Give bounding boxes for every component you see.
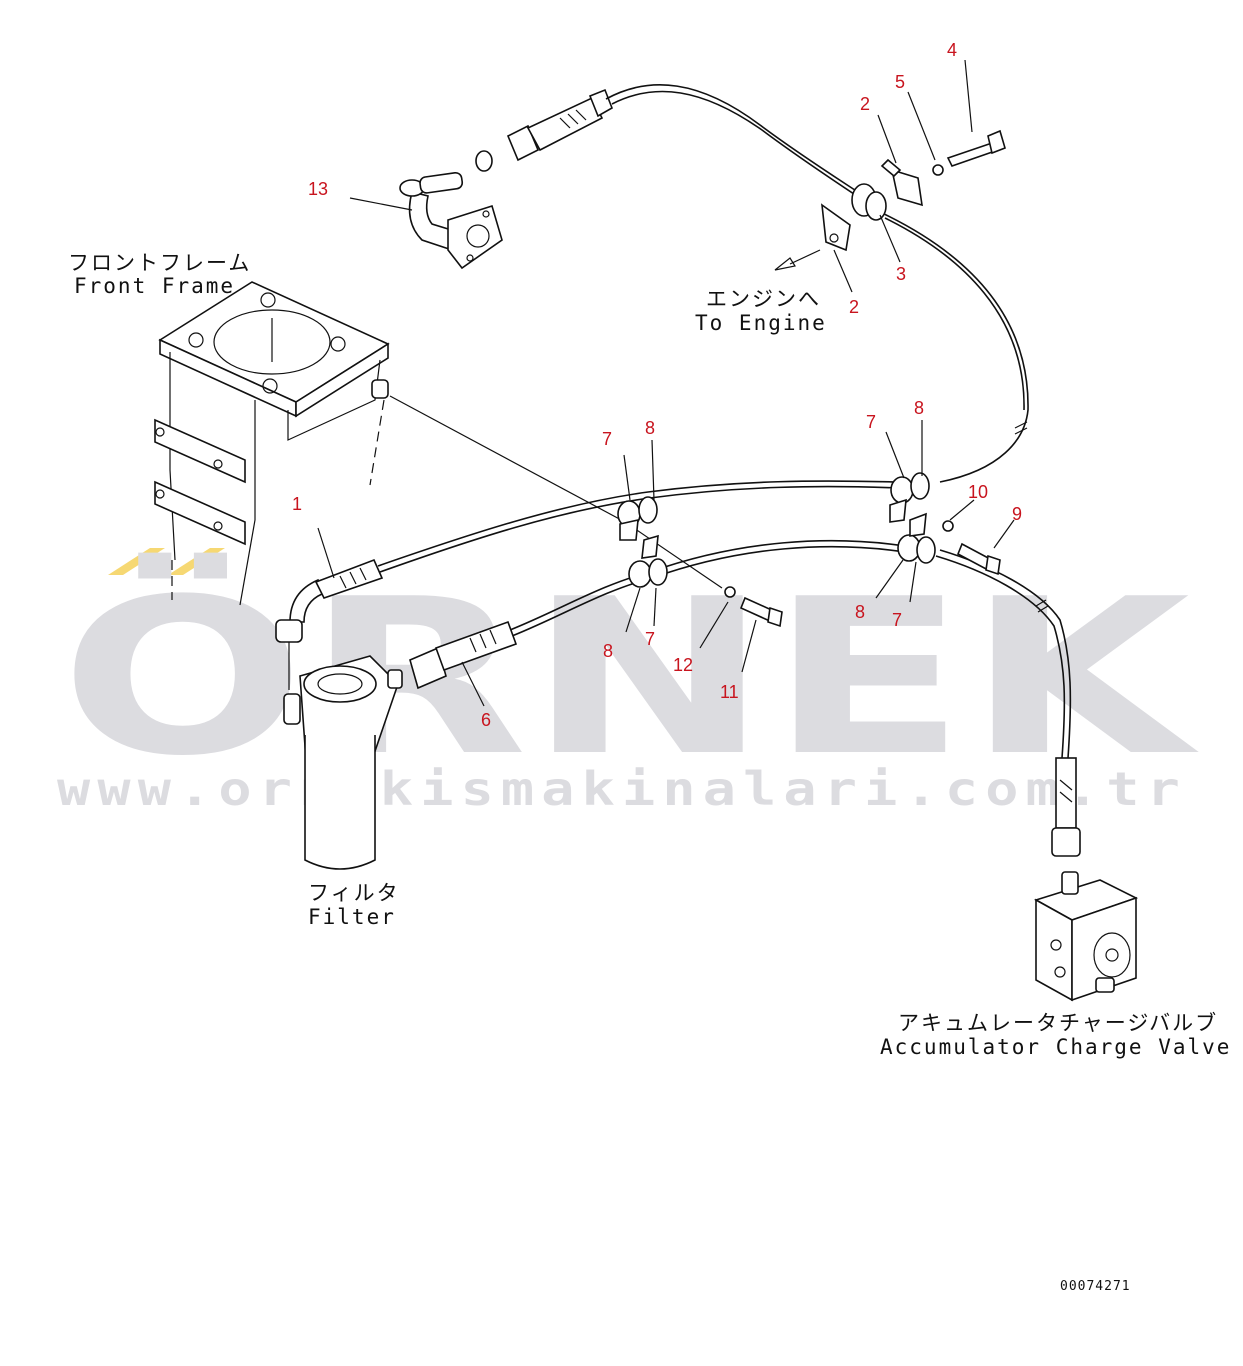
callout-1: 1 bbox=[292, 494, 302, 514]
filter-label-jp: フィルタ bbox=[308, 881, 400, 905]
leader-lines bbox=[317, 59, 1015, 707]
callout-7-right-top: 7 bbox=[866, 412, 876, 432]
filter-label-en: Filter bbox=[308, 905, 396, 929]
watermark-accent-left bbox=[108, 548, 165, 575]
callout-9: 9 bbox=[1012, 504, 1022, 524]
document-id: 00074271 bbox=[1060, 1279, 1131, 1294]
accumulator-label-jp: アキュムレータチャージバルブ bbox=[898, 1011, 1218, 1035]
callout-8-center-bottom: 8 bbox=[603, 641, 613, 661]
accumulator-valve-drawing bbox=[1033, 757, 1139, 1002]
to-engine-label-jp: エンジンへ bbox=[706, 287, 821, 311]
callout-4: 4 bbox=[947, 40, 957, 60]
component-labels: フロントフレーム Front Frame エンジンへ To Engine フィル… bbox=[68, 251, 1231, 1059]
hose-6-fitting bbox=[409, 620, 518, 690]
upper-hose-fitting bbox=[506, 88, 613, 162]
front-frame-label-en: Front Frame bbox=[74, 274, 235, 298]
watermark: ÖRNEK www.ornekismakinalari.com.tr bbox=[57, 548, 1200, 816]
callout-8-right-bottom: 8 bbox=[855, 602, 865, 622]
callout-8-center-top: 8 bbox=[645, 418, 655, 438]
clamps bbox=[617, 129, 1006, 628]
hose-1-fitting bbox=[275, 558, 384, 690]
watermark-url: www.ornekismakinalari.com.tr bbox=[57, 762, 1187, 816]
callout-11: 11 bbox=[720, 682, 739, 702]
callout-6: 6 bbox=[481, 710, 491, 730]
callout-7-center-bottom: 7 bbox=[645, 629, 655, 649]
callout-12: 12 bbox=[673, 655, 693, 675]
callout-13: 13 bbox=[308, 179, 328, 199]
to-engine-label-en: To Engine bbox=[695, 311, 827, 335]
accumulator-label-en: Accumulator Charge Valve bbox=[880, 1035, 1231, 1059]
callout-3: 3 bbox=[896, 264, 906, 284]
callout-7-center-top: 7 bbox=[602, 429, 612, 449]
front-frame-drawing bbox=[154, 281, 390, 606]
callout-2-upper: 2 bbox=[860, 94, 870, 114]
callout-numbers: 4 5 2 13 3 2 8 7 7 8 10 9 1 8 7 8 7 12 1… bbox=[292, 40, 1022, 730]
callout-8-right-top: 8 bbox=[914, 398, 924, 418]
callout-2-lower: 2 bbox=[849, 297, 859, 317]
filter-drawing bbox=[283, 655, 403, 870]
callout-5: 5 bbox=[895, 72, 905, 92]
watermark-accent-right bbox=[168, 548, 225, 575]
callout-10: 10 bbox=[968, 482, 988, 502]
elbow-fitting-13 bbox=[399, 150, 503, 270]
watermark-brand: ÖRNEK bbox=[60, 552, 1200, 803]
hoses bbox=[377, 84, 1072, 759]
front-frame-label-jp: フロントフレーム bbox=[68, 251, 251, 275]
callout-7-right-bottom: 7 bbox=[892, 610, 902, 630]
